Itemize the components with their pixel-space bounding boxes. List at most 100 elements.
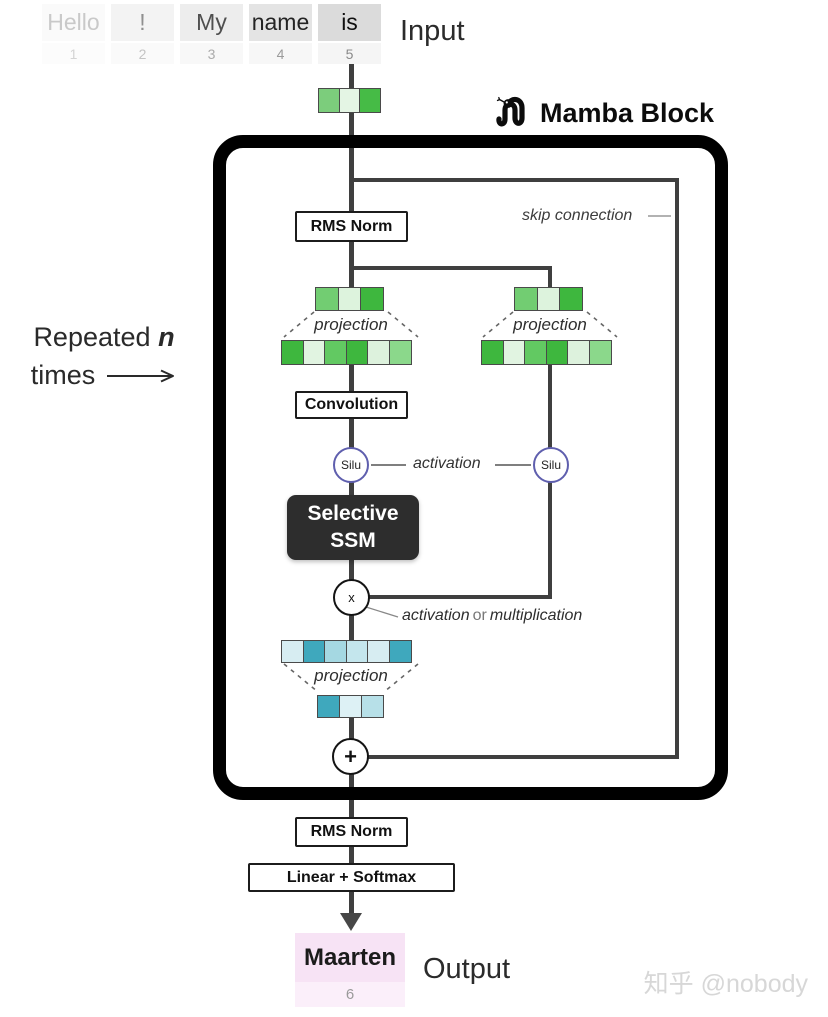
connector-line: [349, 716, 354, 741]
gate-branch-line: [548, 266, 552, 290]
input-token: My: [180, 4, 243, 41]
strip-cell: [536, 287, 561, 311]
connector-line: [349, 241, 354, 289]
selective-ssm-box: Selective SSM: [287, 495, 419, 560]
ssm-line: Selective: [307, 501, 399, 525]
strip-cell: [318, 88, 340, 113]
token-text: Hello: [47, 9, 100, 35]
connector-line: [349, 110, 354, 213]
token-text: is: [341, 9, 358, 35]
input-embedding-strip: [318, 88, 381, 113]
input-token: name: [249, 4, 312, 41]
right-pre-projection-strip: [514, 287, 583, 311]
strip-cell: [345, 340, 369, 365]
connector-line: [349, 64, 354, 92]
input-token: is: [318, 4, 381, 41]
token-position: 2: [111, 43, 174, 64]
left-projected-strip: [281, 340, 412, 365]
token-text: !: [139, 9, 146, 35]
strip-cell: [360, 695, 384, 718]
repeat-note-line1: Repeated n: [6, 322, 202, 353]
strip-cell: [281, 340, 304, 365]
input-label: Input: [400, 15, 465, 47]
output-wide-strip: [281, 640, 412, 663]
strip-cell: [281, 640, 304, 663]
strip-cell: [502, 340, 526, 365]
strip-cell: [388, 640, 412, 663]
linear-softmax-box: Linear + Softmax: [248, 863, 455, 892]
skip-connection-label: skip connection: [522, 207, 633, 224]
strip-cell: [302, 340, 326, 365]
strip-cell: [345, 640, 369, 663]
token-position: 3: [180, 43, 243, 64]
input-token: !: [111, 4, 174, 41]
silu-activation-circle: Silu: [533, 447, 569, 483]
repeat-n-variable: n: [158, 322, 175, 352]
block-title: Mamba Block: [540, 98, 715, 128]
connector-line: [349, 558, 354, 582]
connector-line: [349, 889, 354, 917]
projection-label: projection: [513, 315, 587, 334]
strip-cell: [359, 88, 381, 113]
token-text: My: [196, 9, 227, 35]
strip-cell: [524, 340, 547, 365]
skip-connection-line: [349, 178, 679, 182]
strip-cell: [388, 340, 412, 365]
right-projected-strip: [481, 340, 612, 365]
output-projected-strip: [317, 695, 384, 718]
connector-line: [349, 612, 354, 643]
connector-line: [349, 845, 354, 866]
strip-cell: [545, 340, 569, 365]
activation-label: activation: [413, 455, 481, 472]
strip-cell: [514, 287, 538, 311]
token-position: 5: [318, 43, 381, 64]
down-arrow-icon: [340, 913, 362, 931]
output-label: Output: [423, 953, 511, 985]
mamba-snake-icon: [496, 96, 525, 127]
strip-cell: [567, 340, 590, 365]
watermark: 知乎 @nobody: [643, 970, 808, 998]
strip-cell: [367, 640, 390, 663]
token-position: 1: [42, 43, 105, 64]
token-text: name: [251, 9, 310, 35]
ssm-line: SSM: [330, 528, 376, 552]
strip-cell: [360, 287, 384, 311]
repeat-note-line2: times: [6, 360, 202, 391]
output-token: Maarten: [295, 933, 405, 982]
silu-activation-circle: Silu: [333, 447, 369, 483]
projection-label: projection: [314, 666, 388, 685]
strip-cell: [588, 340, 612, 365]
left-pre-projection-strip: [315, 287, 384, 311]
strip-cell: [317, 695, 341, 718]
add-circle: +: [332, 738, 369, 775]
gate-label-part: activation: [402, 607, 470, 624]
skip-connection-line: [368, 755, 679, 759]
connector-line: [349, 363, 354, 394]
skip-connection-line: [675, 178, 679, 759]
convolution-box: Convolution: [295, 391, 408, 419]
strip-cell: [481, 340, 504, 365]
rms-norm-box: RMS Norm: [295, 211, 408, 242]
input-token: Hello: [42, 4, 105, 41]
token-position: 4: [249, 43, 312, 64]
strip-cell: [315, 287, 339, 311]
strip-cell: [337, 287, 362, 311]
gate-branch-line: [368, 595, 552, 599]
gate-label-or: or: [472, 607, 487, 624]
repeat-word: times: [30, 360, 96, 390]
strip-cell: [367, 340, 390, 365]
projection-label: projection: [314, 315, 388, 334]
strip-cell: [302, 640, 326, 663]
connector-line: [349, 417, 354, 450]
repeat-word: Repeated: [33, 322, 151, 352]
strip-cell: [324, 640, 347, 663]
repeat-note: Repeated n times: [6, 322, 202, 391]
connector-line: [349, 480, 354, 498]
mamba-block-outline: [213, 135, 728, 800]
strip-cell: [324, 340, 347, 365]
strip-cell: [338, 695, 363, 718]
gate-label-part: multiplication: [489, 607, 583, 624]
rms-norm-box: RMS Norm: [295, 817, 408, 847]
